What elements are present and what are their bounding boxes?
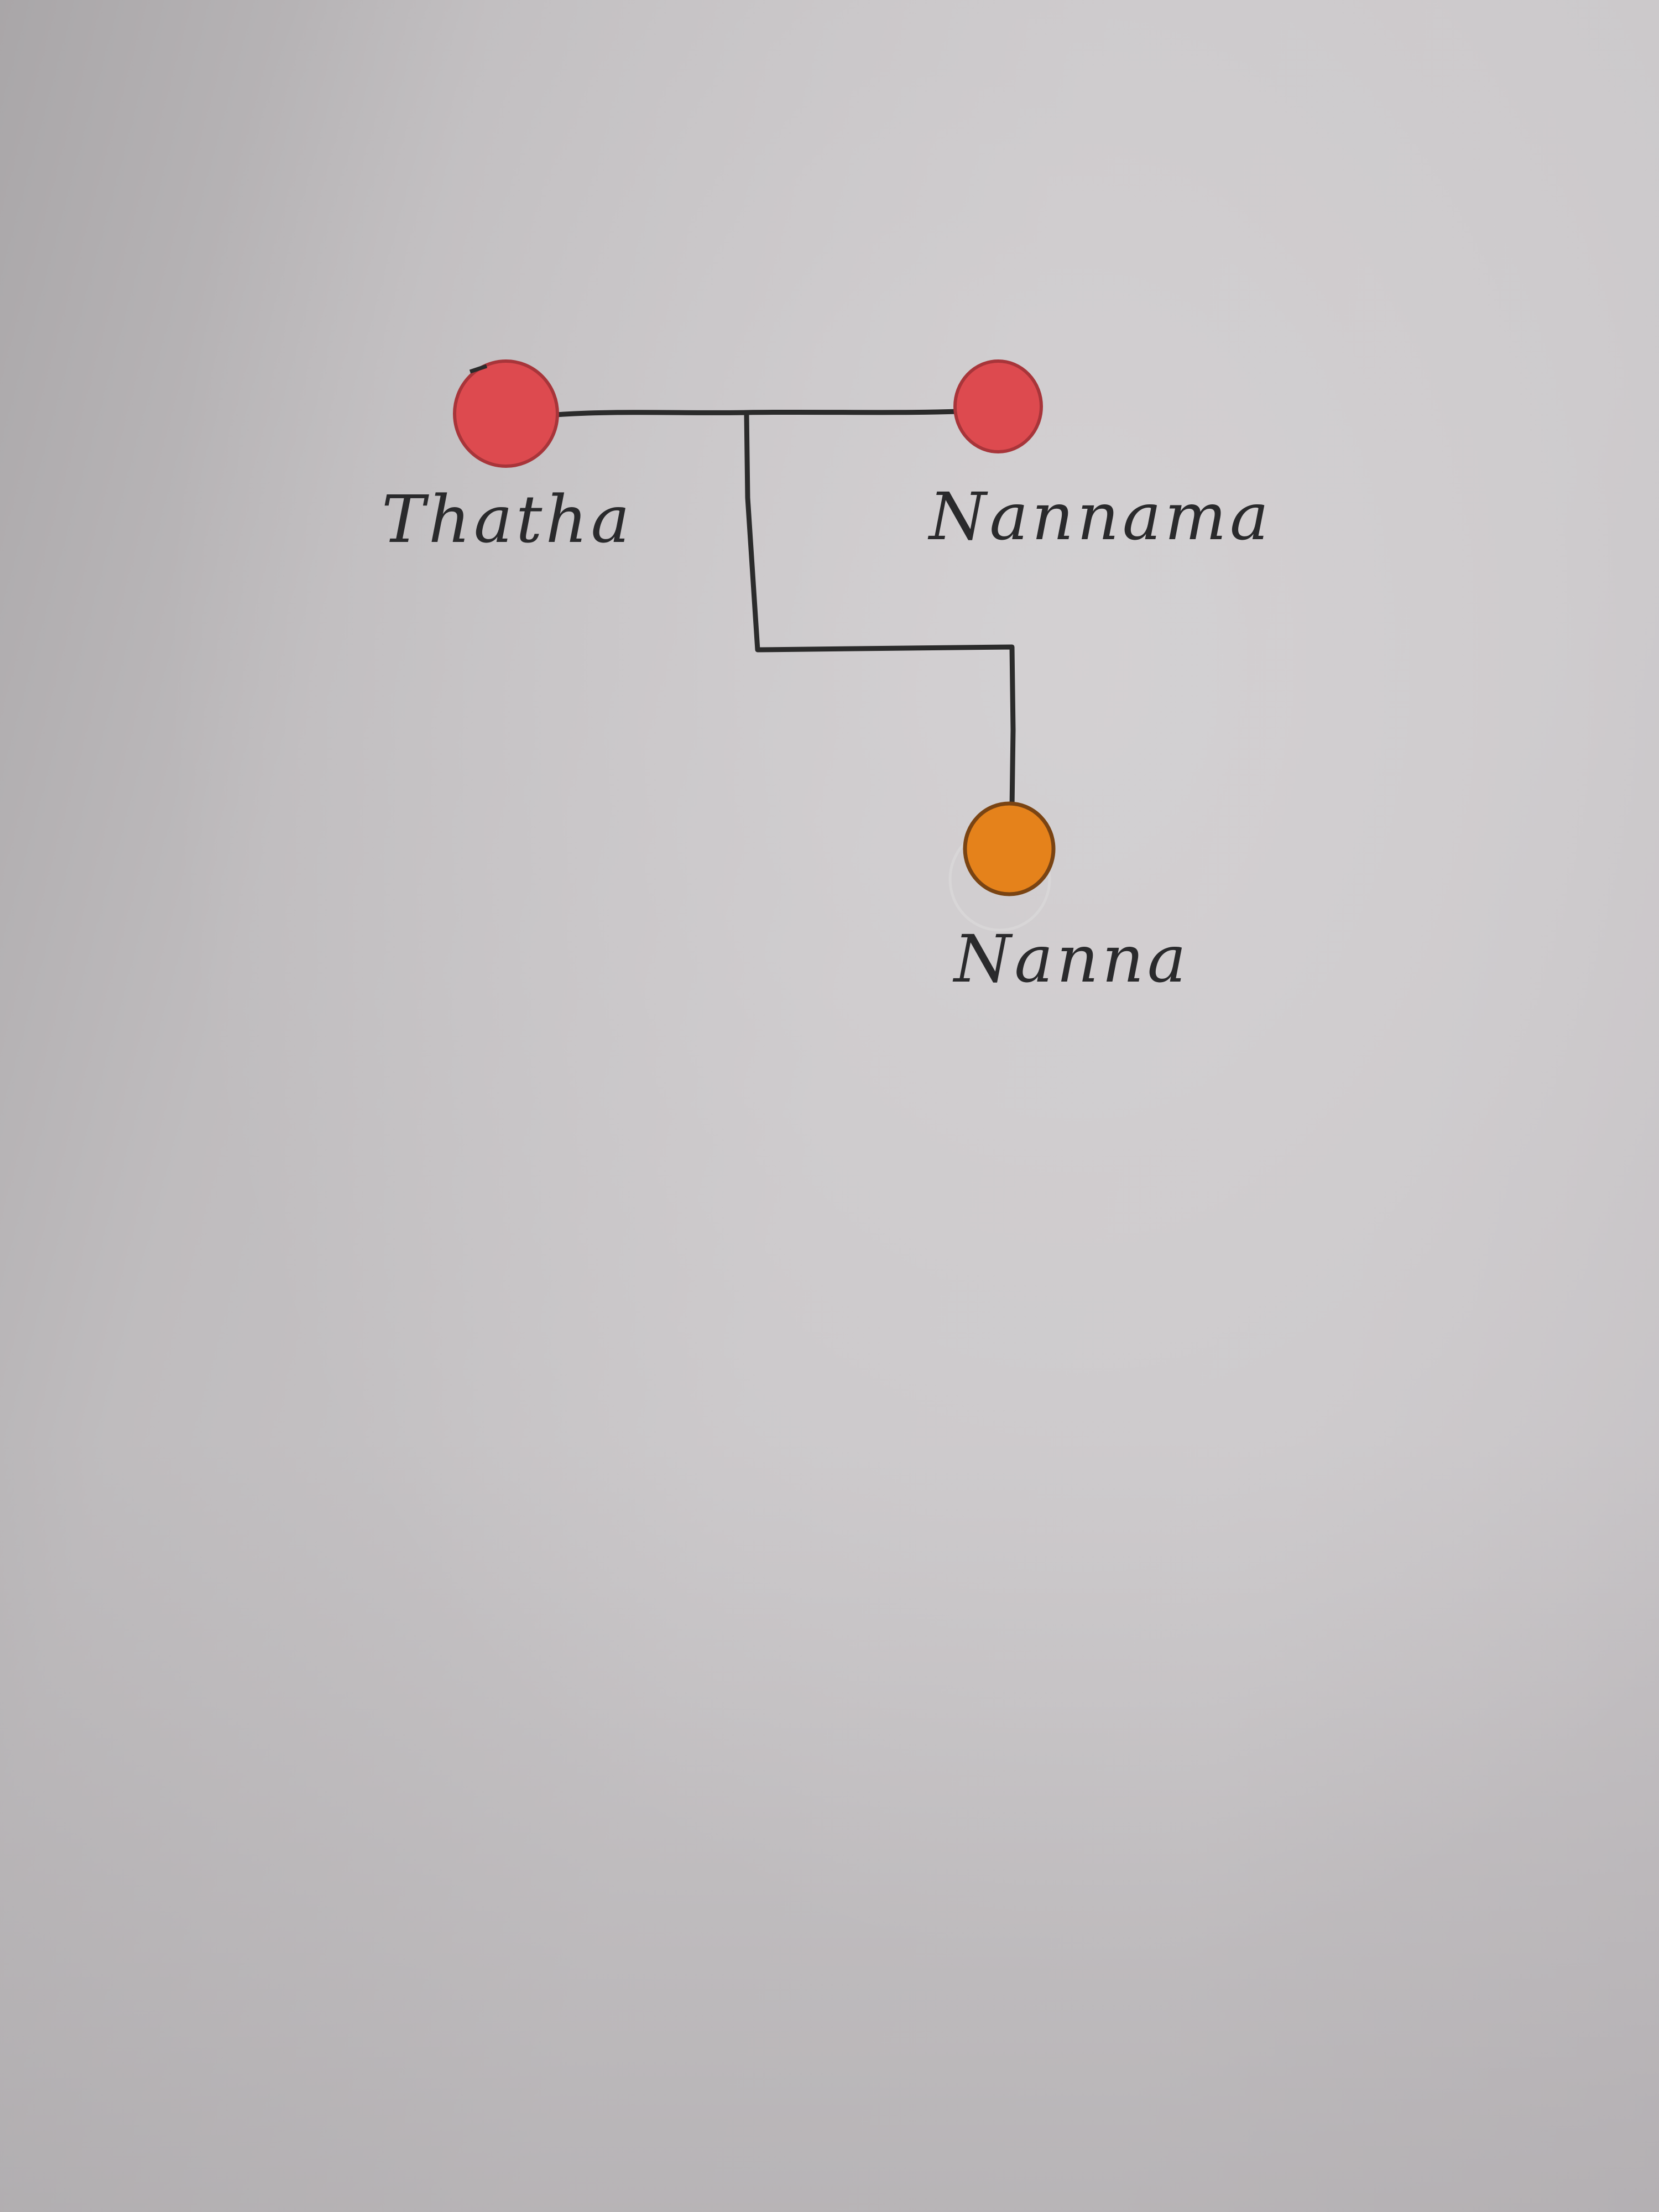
descent-line xyxy=(744,411,1016,810)
person-name-nanna: Nanna xyxy=(952,921,1190,997)
person-circle xyxy=(953,359,1043,453)
person-node-thatha: Thatha xyxy=(382,359,633,557)
person-circle xyxy=(963,801,1056,896)
person-name-thatha: Thatha xyxy=(382,481,633,557)
connector-lines xyxy=(553,409,1016,810)
couple-line xyxy=(553,409,962,418)
person-circle xyxy=(453,359,559,468)
person-name-nannama: Nannama xyxy=(927,478,1272,555)
person-node-nannama: Nannama xyxy=(927,359,1272,555)
pen-mark xyxy=(469,364,488,374)
person-node-nanna: Nanna xyxy=(948,801,1190,997)
